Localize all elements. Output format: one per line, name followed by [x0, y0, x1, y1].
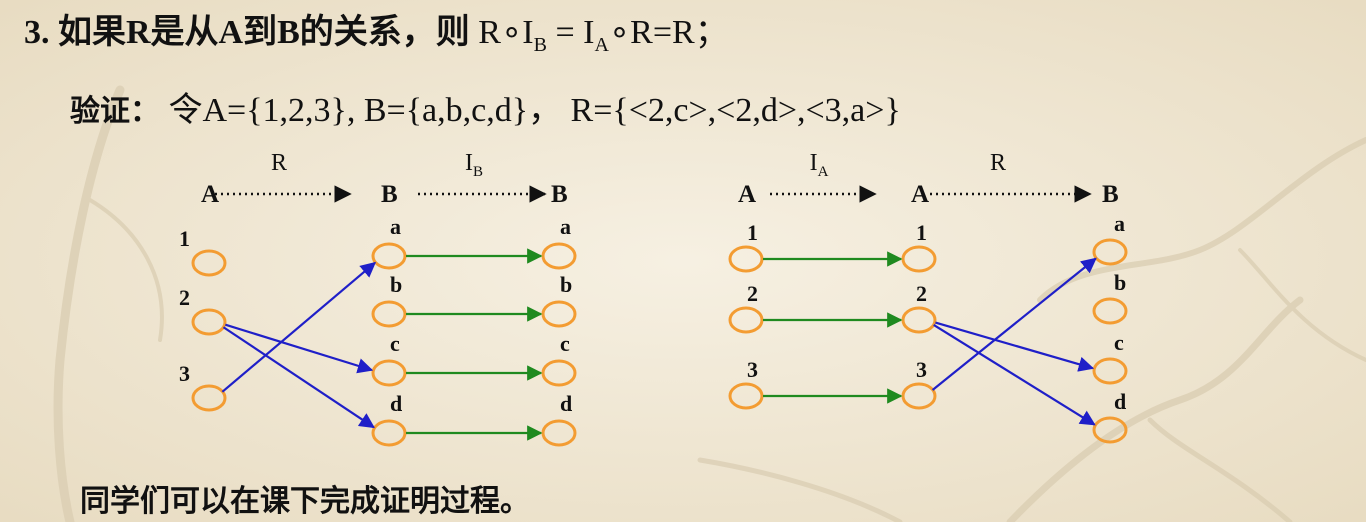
node-1: [901, 245, 937, 273]
edge-3-a: [221, 261, 377, 393]
left-diagram: A B B R IB 1 2 3 a b c d a b c d: [179, 150, 577, 447]
node-a: [371, 242, 407, 270]
node-c: [1092, 357, 1128, 385]
node-label-b: b: [390, 272, 402, 297]
node-d: [541, 419, 577, 447]
right-diagram: A A B IA R 1 2 3 1 2 3 a b c d: [728, 150, 1128, 444]
node-label-b: b: [1114, 270, 1126, 295]
node-c: [541, 359, 577, 387]
edge-3-a: [931, 257, 1097, 391]
relation-label: IA: [810, 150, 829, 180]
footer-note: 同学们可以在课下完成证明过程。: [80, 484, 530, 519]
node-label-d: d: [390, 391, 402, 416]
node-label-c: c: [1114, 330, 1124, 355]
node-1: [191, 249, 227, 277]
node-label-d: d: [560, 391, 572, 416]
node-label-2: 2: [179, 285, 190, 310]
theorem-prefix: 3. 如果R是从A到B的关系，则: [24, 14, 470, 51]
set-label-a: A: [738, 181, 756, 208]
node-c: [371, 359, 407, 387]
node-b: [1092, 297, 1128, 325]
relation-subscript: B: [473, 164, 483, 180]
proof-label: 验证：: [70, 94, 160, 129]
set-label-b: B: [551, 181, 568, 208]
relation-label: R: [271, 150, 287, 176]
node-label-3: 3: [916, 357, 927, 382]
node-label-1: 1: [179, 226, 190, 251]
set-label-b: B: [1102, 181, 1119, 208]
node-1: [728, 245, 764, 273]
node-label-1: 1: [916, 220, 927, 245]
set-label-b: B: [381, 181, 398, 208]
relation-subscript: A: [818, 164, 829, 180]
edge-2-d: [933, 324, 1096, 426]
node-label-3: 3: [747, 357, 758, 382]
node-label-a: a: [1114, 211, 1125, 236]
node-3: [728, 382, 764, 410]
node-d: [371, 419, 407, 447]
node-b: [371, 300, 407, 328]
edge-2-d: [222, 326, 375, 429]
node-2: [728, 306, 764, 334]
node-label-2: 2: [747, 281, 758, 306]
node-b: [541, 300, 577, 328]
node-3: [191, 384, 227, 412]
proof-sets: 令A={1,2,3}, B={a,b,c,d}， R={<2,c>,<2,d>,…: [168, 92, 901, 129]
node-d: [1092, 416, 1128, 444]
theorem-statement: 3. 如果R是从A到B的关系，则 R∘IB = IA∘R=R；: [24, 4, 729, 57]
set-label-a: A: [911, 181, 929, 208]
node-label-3: 3: [179, 361, 190, 386]
relation-label: R: [990, 150, 1006, 176]
node-a: [1092, 238, 1128, 266]
edge-2-c: [225, 323, 374, 374]
edge-2-c: [935, 321, 1095, 372]
set-label-a: A: [201, 181, 219, 208]
node-label-c: c: [560, 331, 570, 356]
node-label-b: b: [560, 272, 572, 297]
node-label-a: a: [560, 214, 571, 239]
node-label-1: 1: [747, 220, 758, 245]
proof-line: 验证： 令A={1,2,3}, B={a,b,c,d}， R={<2,c>,<2…: [70, 82, 901, 131]
node-label-2: 2: [916, 281, 927, 306]
node-3: [901, 382, 937, 410]
node-label-c: c: [390, 331, 400, 356]
node-2: [901, 306, 937, 334]
theorem-formula: R∘IB = IA∘R=R；: [478, 14, 729, 56]
node-a: [541, 242, 577, 270]
node-label-a: a: [390, 214, 401, 239]
node-label-d: d: [1114, 389, 1126, 414]
node-2: [191, 308, 227, 336]
relation-label: IB: [465, 150, 483, 180]
